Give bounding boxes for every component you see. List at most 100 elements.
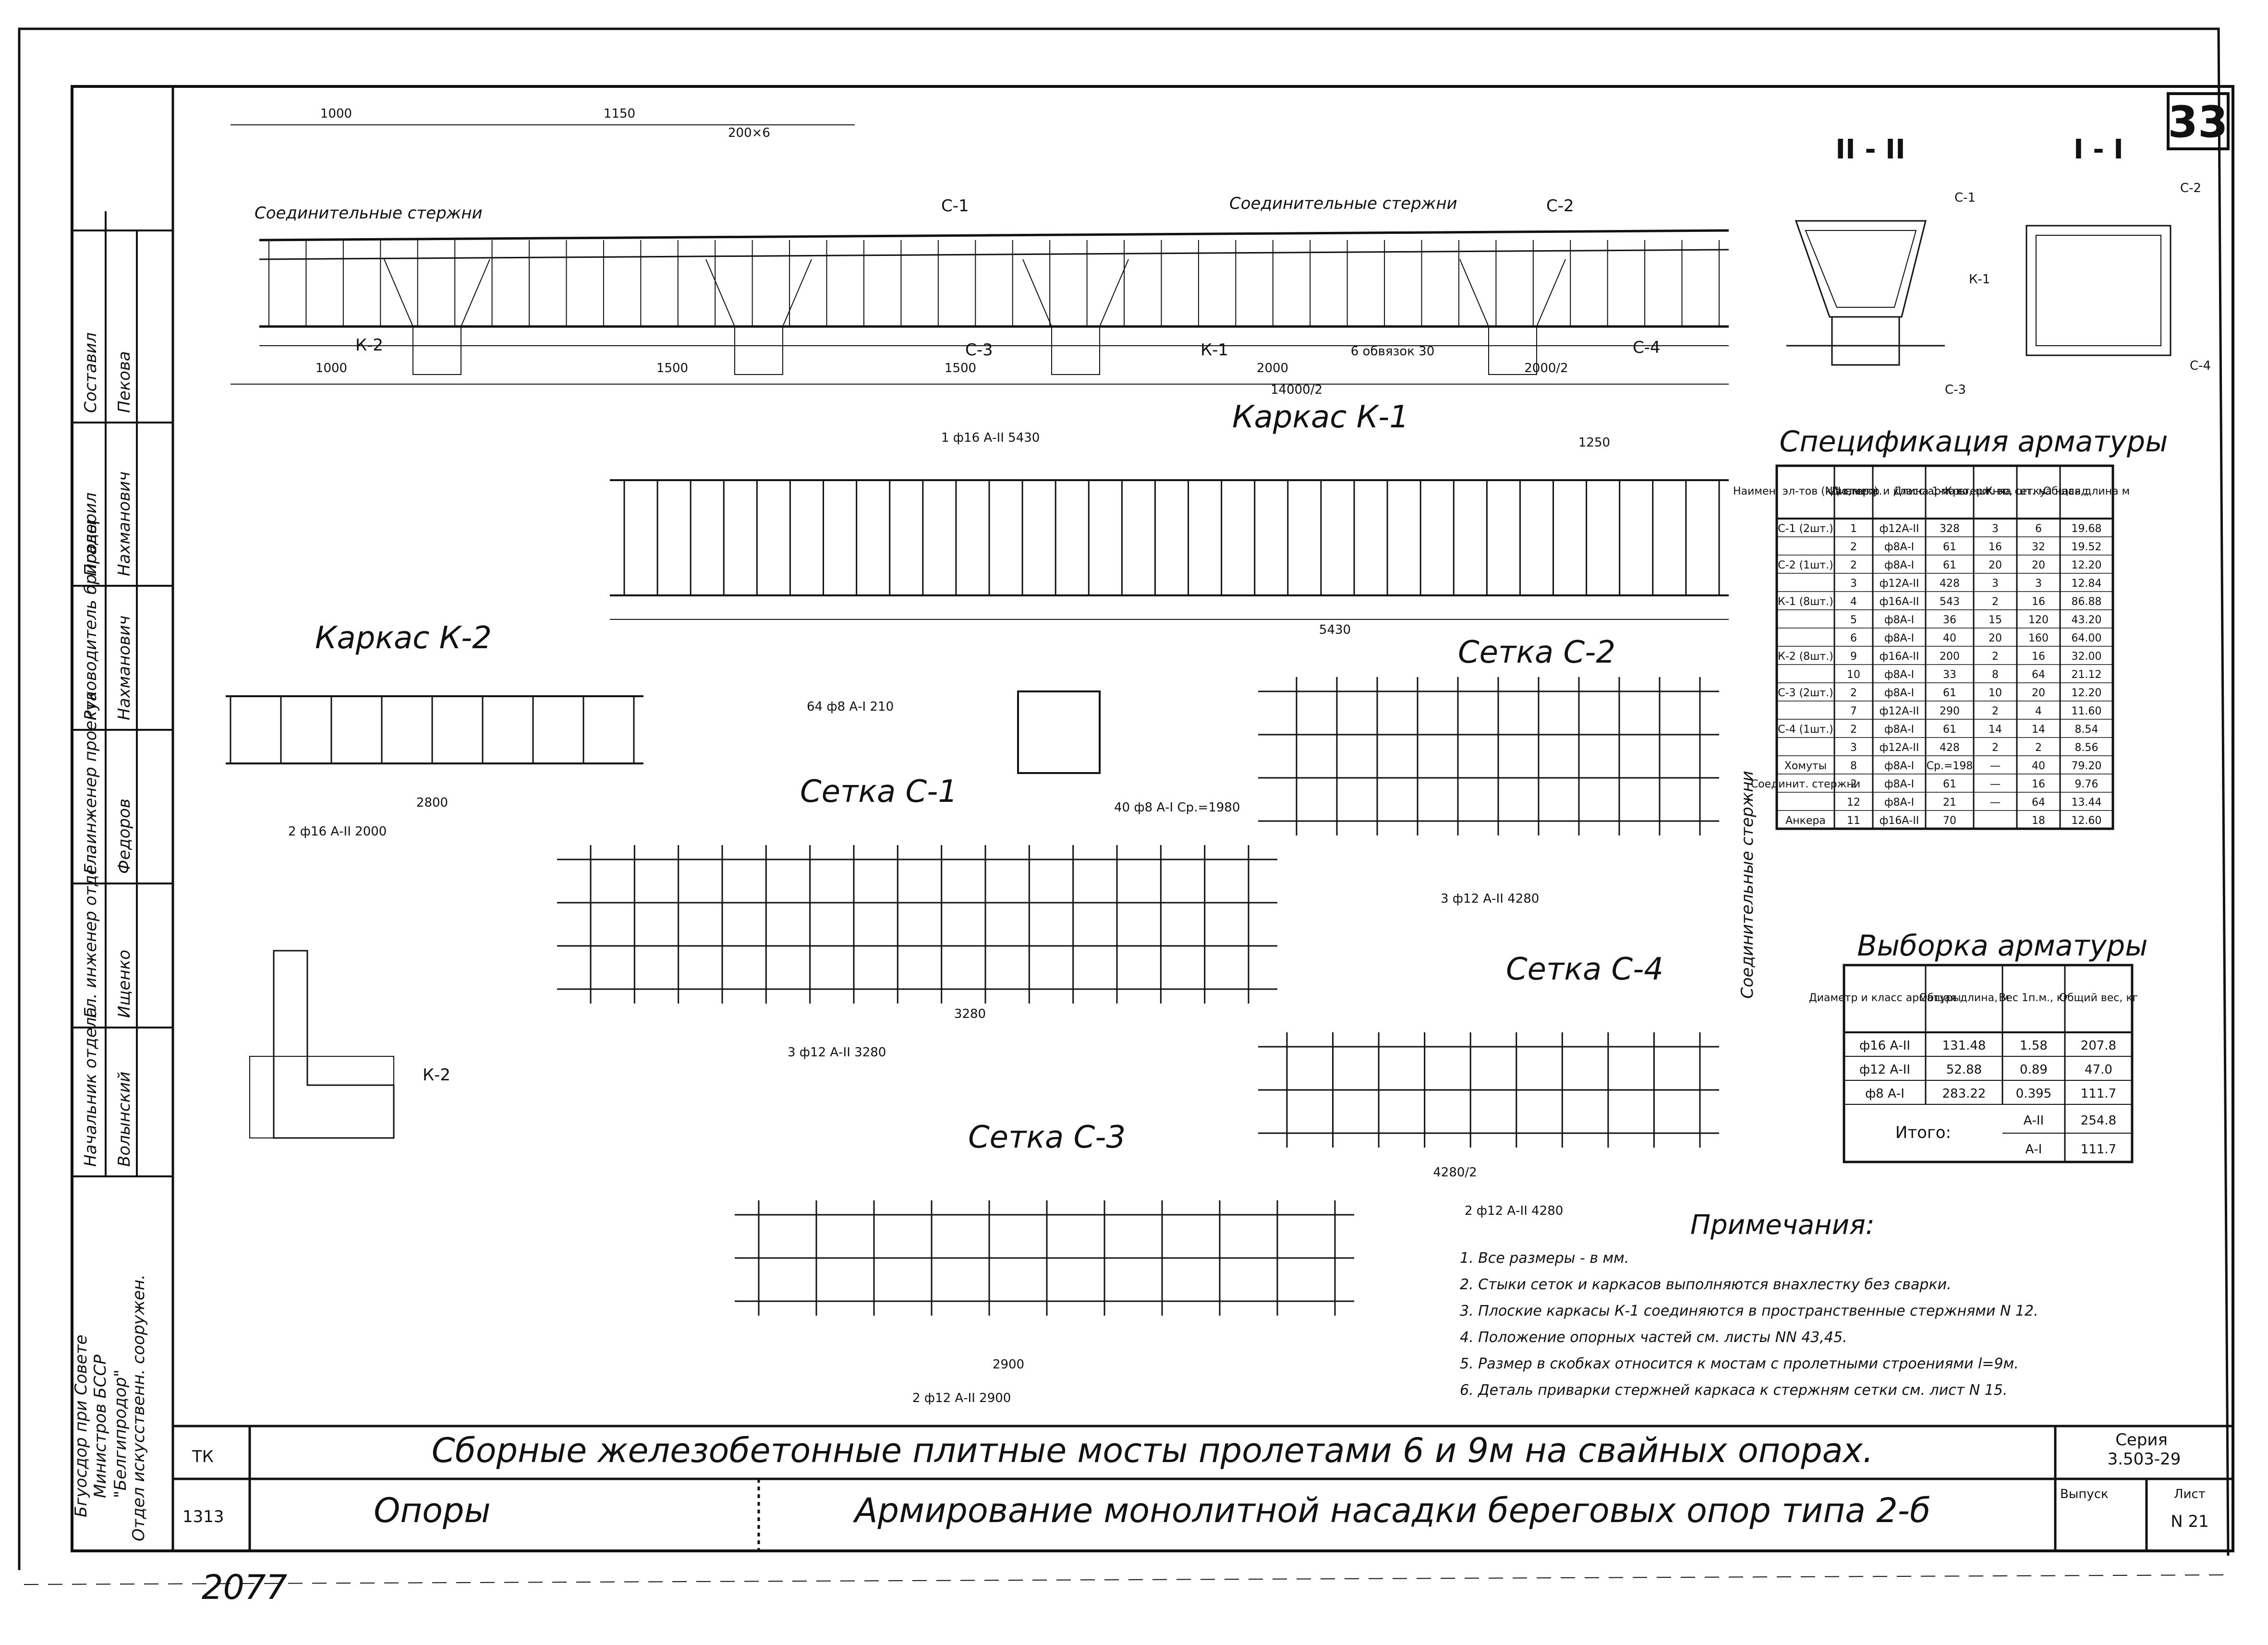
spec-cell: 2 xyxy=(1992,596,1999,608)
org-line2: Министров БССР xyxy=(91,1355,110,1498)
spec-header: К-во, шт. на насад. xyxy=(1985,485,2091,497)
vyb-cell: ф16 А-II xyxy=(1859,1039,1910,1053)
spec-cell: 16 xyxy=(2032,596,2045,608)
spec-cell: 16 xyxy=(2032,778,2045,790)
vypusk-label: Выпуск xyxy=(2060,1487,2109,1501)
label-c3-top: С-3 xyxy=(965,340,993,360)
spec-cell: С-4 (1шт.) xyxy=(1778,724,1833,736)
c1-mark: 3 ф12 А-II 3280 xyxy=(788,1045,886,1060)
spec-cell: С-2 (1шт.) xyxy=(1778,559,1833,571)
spec-cell: 8 xyxy=(1850,760,1857,772)
spec-table: Спецификация арматуры Наимен. эл-тов (к-… xyxy=(1733,425,2168,830)
notes-title: Примечания: xyxy=(1690,1210,1875,1241)
c1-total: 3280 xyxy=(954,1007,986,1021)
spec-cell: 86.88 xyxy=(2072,596,2102,608)
vyb-cell: 1.58 xyxy=(2020,1039,2048,1053)
sheet-frame xyxy=(18,27,2234,1585)
sheet-number-box: 33 xyxy=(2167,92,2230,150)
spec-cell: 20 xyxy=(1989,632,2002,644)
spec-cell: 290 xyxy=(1940,705,1960,717)
k1-mark: 1 ф16 А-II 5430 xyxy=(941,431,1040,445)
sheet-subtitle: Армирование монолитной насадки береговых… xyxy=(853,1491,1930,1530)
note-item: 6. Деталь приварки стержней каркаса к ст… xyxy=(1460,1382,2007,1399)
stamp-name: Федоров xyxy=(115,798,134,874)
title-block: ТК 1313 Сборные железобетонные плитные м… xyxy=(173,1425,2233,1551)
spec-cell: 2 xyxy=(1850,687,1857,699)
c4-mark: 2 ф12 А-II 4280 xyxy=(1465,1204,1563,1218)
vyb-cell: 0.89 xyxy=(2020,1063,2048,1077)
spec-cell: 33 xyxy=(1943,669,1956,681)
spec-cell: 40 xyxy=(2032,760,2045,772)
org-line3: "Белгипродор" xyxy=(111,1369,130,1498)
notes-block: Примечания: 1. Все размеры - в мм.2. Сты… xyxy=(1460,1210,2038,1399)
c4-total: 4280/2 xyxy=(1433,1165,1477,1180)
label-c2-sec1: С-2 xyxy=(2180,181,2201,195)
c3-mark: 2 ф12 А-II 2900 xyxy=(912,1391,1011,1405)
spec-cell: 64.00 xyxy=(2072,632,2102,644)
stamp-role: Гл. инженер проекта xyxy=(81,691,100,874)
spec-cell: 20 xyxy=(2032,687,2045,699)
stamp-name: Пекова xyxy=(115,351,134,413)
spec-cell: 2 xyxy=(1992,651,1999,663)
vyb-total-value: 111.7 xyxy=(2081,1142,2116,1157)
karkas-k1-view xyxy=(610,479,1729,620)
spec-cell: 5 xyxy=(1850,614,1857,626)
spec-cell: ф8А-I xyxy=(1884,687,1914,699)
spec-cell: 2 xyxy=(2035,742,2042,754)
spec-cell: 61 xyxy=(1943,541,1956,553)
vyb-total-class: А-I xyxy=(2025,1142,2042,1157)
spec-cell: 120 xyxy=(2028,614,2049,626)
note-item: 5. Размер в скобках относится к мостам с… xyxy=(1460,1355,2019,1372)
spec-cell: 8.54 xyxy=(2075,724,2098,736)
spec-cell: 11.60 xyxy=(2072,705,2102,717)
spec-cell: С-1 (2шт.) xyxy=(1778,523,1833,535)
label-c1-top: С-1 xyxy=(941,196,969,216)
vyb-total-value: 254.8 xyxy=(2081,1113,2116,1128)
k1-top-dim: 1250 xyxy=(1578,435,1610,450)
karkas-k1-title: Каркас К-1 xyxy=(1232,399,1409,435)
spec-header: NN стерж. xyxy=(1825,485,1882,497)
spec-cell: 64 xyxy=(2032,669,2045,681)
clamp-mark: 40 ф8 А-I Ср.=1980 xyxy=(1114,800,1240,815)
sheet-title: Сборные железобетонные плитные мосты про… xyxy=(432,1431,1874,1470)
spec-cell: ф8А-I xyxy=(1884,632,1914,644)
spec-cell: 36 xyxy=(1943,614,1956,626)
setka-c4-title: Сетка С-4 xyxy=(1506,952,1663,987)
spec-cell: 8.56 xyxy=(2075,742,2098,754)
spec-header: Длина 1-го стержня xyxy=(1893,485,2006,497)
dim-1500b: 1500 xyxy=(945,361,976,375)
label-c1-sec: С-1 xyxy=(1954,191,1976,205)
org-line1: Бгуосдор при Совете xyxy=(72,1335,91,1517)
dim-2000: 2000 xyxy=(1257,361,1288,375)
spec-cell: 9 xyxy=(1850,651,1857,663)
label-c3-sec: С-3 xyxy=(1945,383,1966,397)
code-1313: 1313 xyxy=(182,1507,224,1526)
spec-cell: 2 xyxy=(1850,541,1857,553)
spec-cell: 32.00 xyxy=(2072,651,2102,663)
spec-cell: 43.20 xyxy=(2072,614,2102,626)
spec-cell: 328 xyxy=(1940,523,1960,535)
spec-cell: 2 xyxy=(1992,742,1999,754)
spec-cell: 19.52 xyxy=(2072,541,2102,553)
spec-cell: 19.68 xyxy=(2072,523,2102,535)
vyb-cell: 111.7 xyxy=(2081,1087,2116,1101)
spec-cell: Хомуты xyxy=(1784,760,1827,772)
vyb-cell: 283.22 xyxy=(1942,1087,1986,1101)
spec-cell: 70 xyxy=(1943,815,1956,827)
spec-header: Общая длина м xyxy=(2043,485,2130,497)
dim-1000: 1000 xyxy=(315,361,347,375)
spec-cell: ф12А-II xyxy=(1880,705,1919,717)
k2-total: 2800 xyxy=(416,796,448,810)
spec-cell: 6 xyxy=(2035,523,2042,535)
list-number: N 21 xyxy=(2171,1512,2209,1531)
vyb-header: Общий вес, кг xyxy=(2059,992,2138,1004)
note-item: 3. Плоские каркасы К-1 соединяются в про… xyxy=(1460,1303,2038,1319)
spec-header: Диаметр и класс арм-ры xyxy=(1831,485,1968,497)
setka-c3-view xyxy=(735,1200,1354,1316)
label-c2-top: С-2 xyxy=(1546,196,1574,216)
label-k1-sec1: К-1 xyxy=(1969,272,1990,287)
label-k1-top: К-1 xyxy=(1201,340,1228,360)
k2-detail xyxy=(249,950,395,1139)
spec-header: Наимен. эл-тов (к-во, шт.) xyxy=(1733,485,1878,497)
